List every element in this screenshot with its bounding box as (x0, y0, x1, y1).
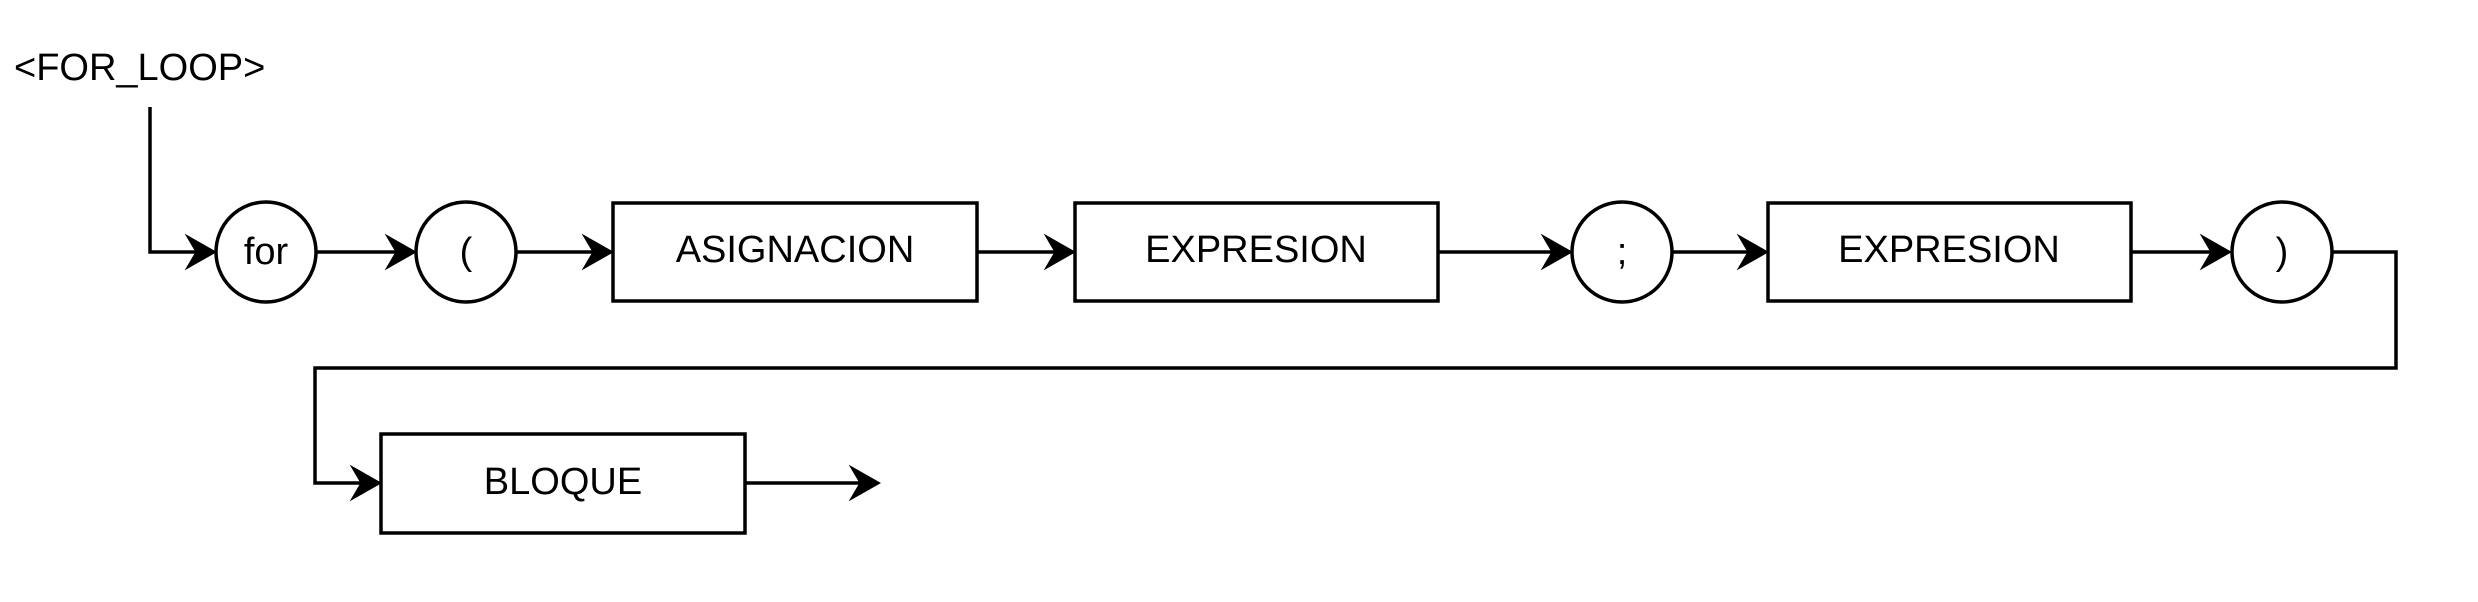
node-semicolon: ; (1570, 200, 1674, 304)
node-asignacion: ASIGNACION (611, 201, 979, 303)
node-expresion-1: EXPRESION (1073, 201, 1440, 303)
node-expresion-1-label: EXPRESION (1145, 229, 1367, 271)
arrowhead-exit (848, 464, 882, 502)
node-expresion-2-label: EXPRESION (1838, 229, 2060, 271)
arrowhead-for (184, 233, 218, 271)
arrowhead-asignacion (581, 233, 615, 271)
edge-close-paren-to-bloque (313, 250, 2398, 485)
diagram-title: <FOR_LOOP> (14, 47, 265, 89)
arrowhead-expresion-1 (1043, 233, 1077, 271)
node-bloque-label: BLOQUE (484, 461, 642, 503)
arrowhead-expresion-2 (1736, 233, 1770, 271)
node-open-paren: ( (414, 200, 518, 304)
node-bloque: BLOQUE (379, 432, 747, 535)
edges (148, 107, 2398, 502)
arrowhead-open-paren (384, 233, 418, 271)
node-for-label: for (244, 231, 289, 273)
node-close-paren: ) (2230, 200, 2334, 304)
node-expresion-2: EXPRESION (1766, 201, 2133, 303)
node-for: for (214, 200, 318, 304)
node-asignacion-label: ASIGNACION (676, 229, 915, 271)
node-close-paren-label: ) (2276, 231, 2289, 273)
node-open-paren-label: ( (460, 231, 473, 273)
node-semicolon-label: ; (1617, 231, 1628, 273)
arrowhead-semicolon (1540, 233, 1574, 271)
edge-start-to-for (148, 107, 200, 254)
arrowhead-close-paren (2199, 233, 2233, 271)
arrowhead-bloque (349, 464, 383, 502)
